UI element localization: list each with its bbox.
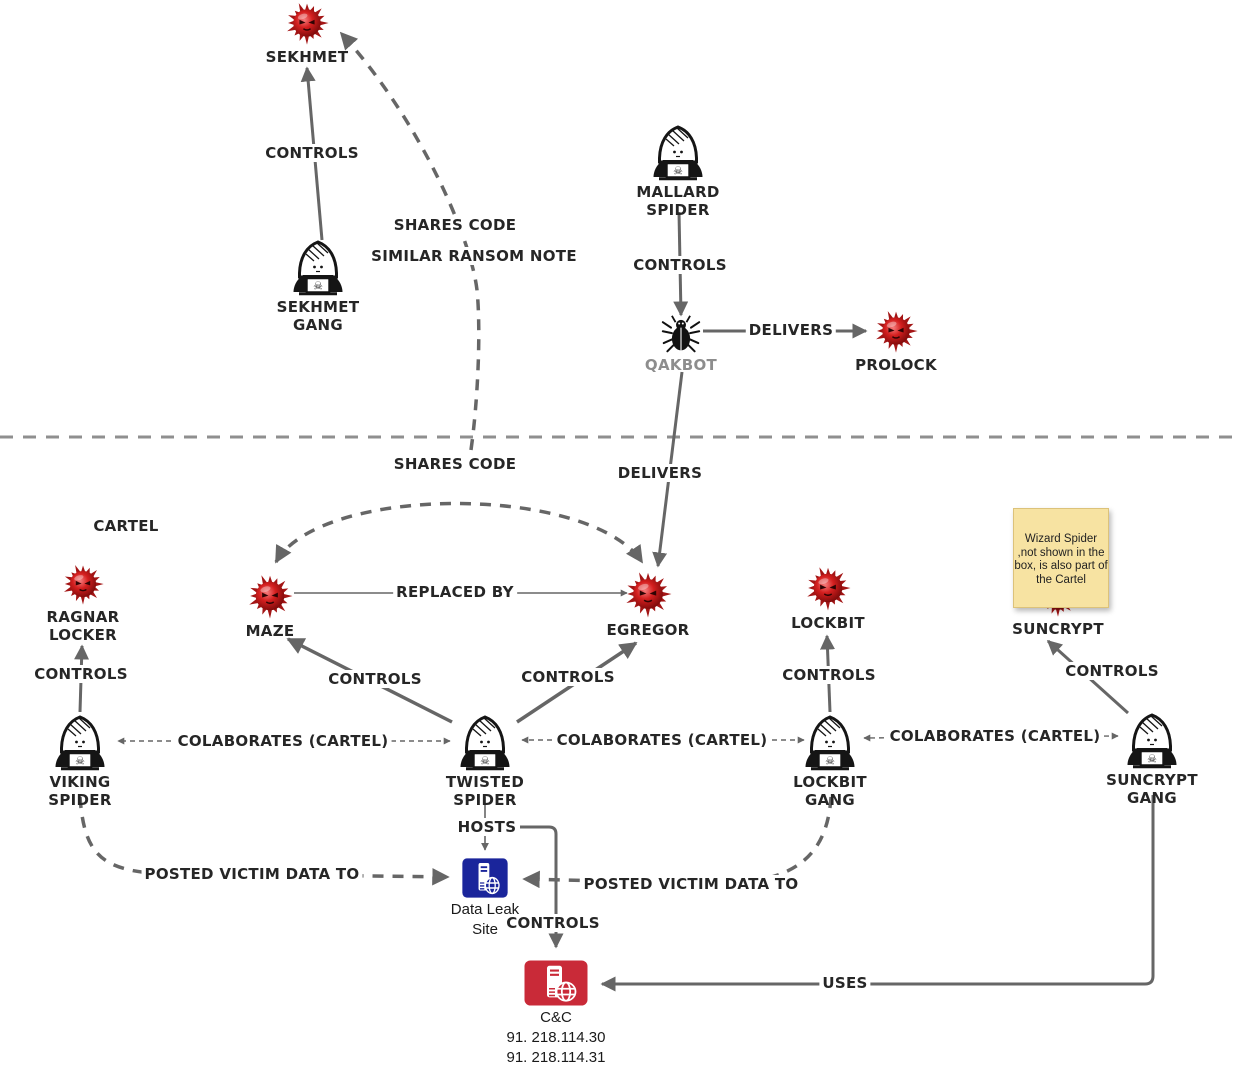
edge-label-shares-code-sekhmet-1: SIMILAR RANSOM NOTE: [368, 247, 580, 265]
edge-maze-sharescode-egregor: [274, 501, 644, 564]
edge-hosts-controls-cc: [520, 825, 564, 949]
edge-label-lockbitgang-controls-lockbit: CONTROLS: [779, 666, 879, 684]
edge-label-mallard-controls-qakbot: CONTROLS: [630, 256, 730, 274]
note-line: box, is also part of: [1014, 560, 1108, 572]
edge-label-maze-sharescode-egregor: SHARES CODE: [390, 455, 520, 473]
edge-label-suncryptgang-uses-cc: USES: [819, 974, 871, 992]
edge-label-twisted-controls-egregor: CONTROLS: [518, 668, 618, 686]
edge-label-viking-posted-dls: POSTED VICTIM DATA TO: [141, 865, 363, 883]
edge-label-twisted-controls-maze: CONTROLS: [325, 670, 425, 688]
edge-shares-code-sekhmet: [339, 31, 481, 451]
note-line: Wizard Spider: [1024, 533, 1098, 545]
edge-label-suncryptgang-controls-suncrypt: CONTROLS: [1062, 662, 1162, 680]
label-cartel: CARTEL: [93, 517, 159, 535]
edge-label-colaborates-twisted-lockbitgang: COLABORATES (CARTEL): [553, 731, 771, 749]
edge-label-lockbitgang-posted-dls: POSTED VICTIM DATA TO: [580, 875, 802, 893]
edge-lockbitgang-posted-dls: [522, 796, 833, 889]
edge-viking-posted-dls: [78, 796, 450, 886]
edge-label-maze-replacedby-egregor: REPLACED BY: [393, 583, 517, 601]
edge-label-hosts-controls-cc: CONTROLS: [503, 914, 603, 932]
note-line: the Cartel: [1036, 573, 1086, 586]
edge-label-colaborates-lockbitgang-suncryptgang: COLABORATES (CARTEL): [886, 727, 1104, 745]
edge-label-shares-code-sekhmet: SHARES CODE: [390, 216, 520, 234]
edge-suncryptgang-uses-cc: [600, 795, 1155, 992]
edge-label-colaborates-viking-twisted: COLABORATES (CARTEL): [174, 732, 392, 750]
edge-label-qakbot-delivers-egregor: DELIVERS: [614, 464, 706, 482]
note-line: ,not shown in the: [1017, 546, 1105, 559]
wizard-spider-note: Wizard Spider ,not shown in the box, is …: [1013, 508, 1109, 608]
edge-label-twisted-hosts-dls: HOSTS: [454, 818, 520, 836]
edge-label-sekhmetgang-controls-sekhmet: CONTROLS: [262, 144, 362, 162]
edge-label-viking-controls-ragnar: CONTROLS: [31, 665, 131, 683]
edge-label-qakbot-delivers-prolock: DELIVERS: [745, 321, 837, 339]
